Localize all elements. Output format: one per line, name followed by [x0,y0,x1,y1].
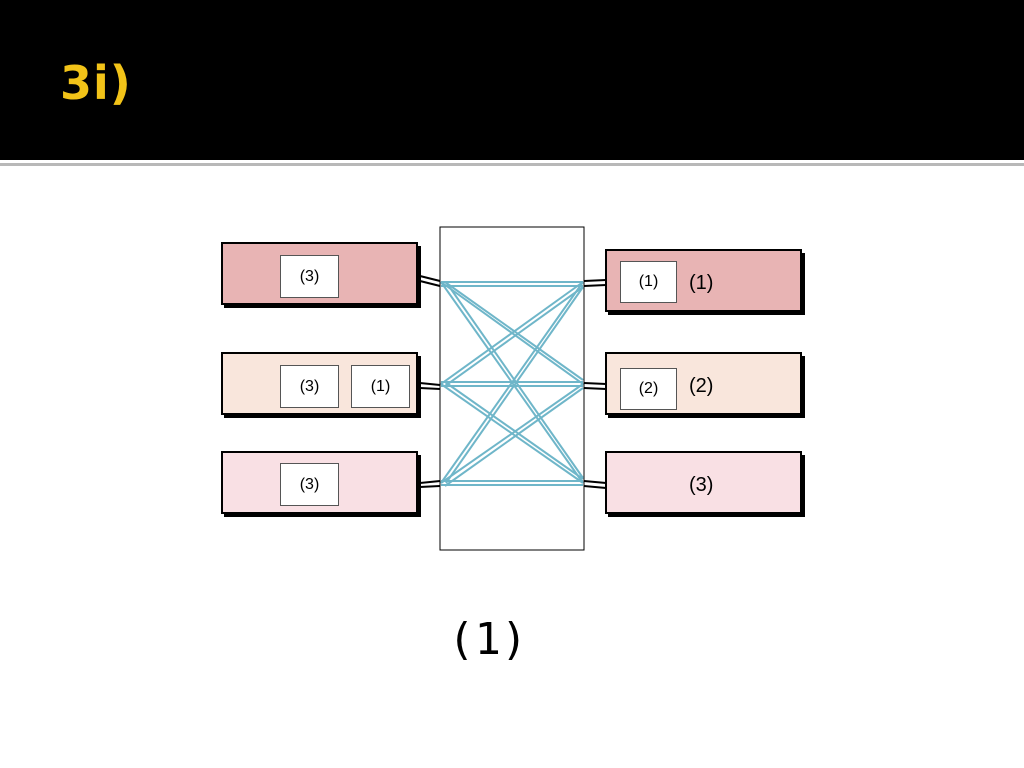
input-1-packet-1: (3) [280,255,339,298]
header-divider-shadow [0,163,1024,166]
slide-caption: (1) [448,614,528,665]
port-connectors [419,275,607,489]
input-2-packet-1: (3) [280,365,339,408]
output-3-label: (3) [689,474,714,496]
output-2-label: (2) [689,375,714,397]
output-port-3 [605,451,805,517]
input-2-packet-2: (1) [351,365,410,408]
output-1-label: (1) [689,272,714,294]
crossbar-interconnect [440,281,584,487]
output-2-packet-1: (2) [620,368,677,410]
input-3-packet-1: (3) [280,463,339,506]
slide-header [0,0,1024,160]
output-1-packet-1: (1) [620,261,677,303]
slide-title: 3i) [60,56,132,110]
header-divider [0,160,1024,163]
